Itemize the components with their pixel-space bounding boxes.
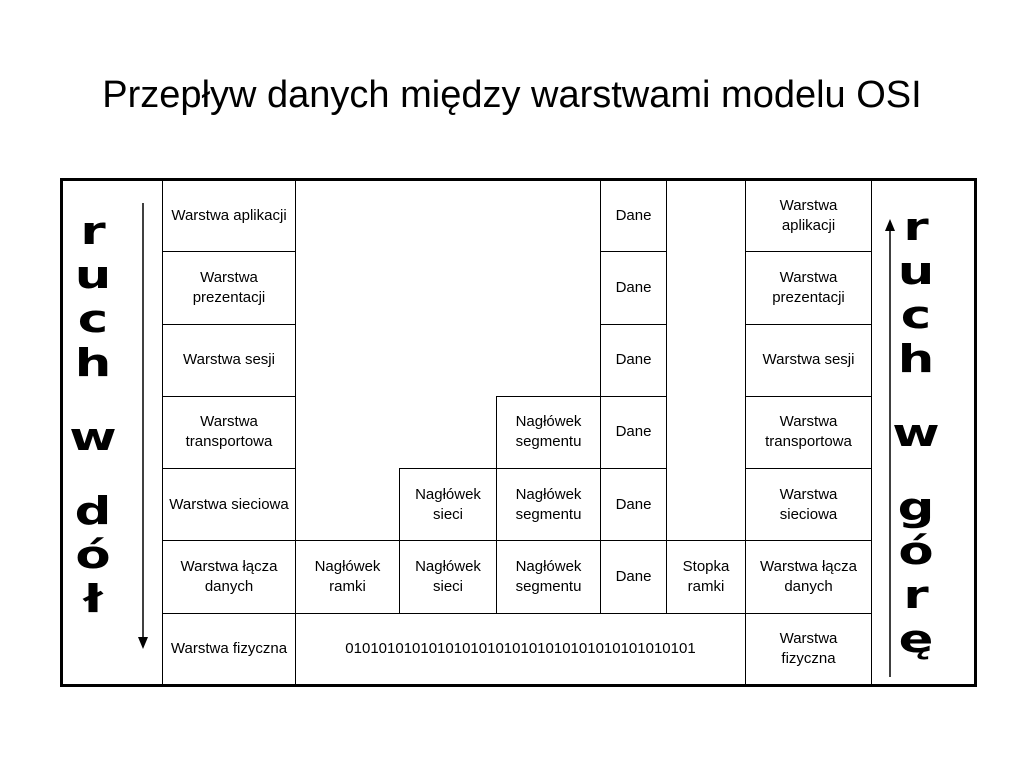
sender-layer-network: Warstwa sieciowa xyxy=(162,468,296,542)
down-letter: u xyxy=(74,253,112,297)
up-letter: r xyxy=(903,573,929,617)
sender-layer-presentation: Warstwa prezentacji xyxy=(162,251,296,325)
data-cell: Dane xyxy=(600,323,667,397)
receiver-layer-application: Warstwa aplikacji xyxy=(745,178,872,253)
up-letter: g xyxy=(897,485,935,529)
data-cell: Dane xyxy=(600,251,667,325)
bitstream-cell: 0101010101010101010101010101010101010101… xyxy=(295,612,746,687)
up-arrow-icon xyxy=(885,219,895,677)
up-letter: h xyxy=(897,337,935,381)
receiver-layer-presentation: Warstwa prezentacji xyxy=(745,251,872,325)
down-letter: d xyxy=(74,489,112,533)
segment-header-cell: Nagłówek segmentu xyxy=(496,468,601,542)
segment-header-cell: Nagłówek segmentu xyxy=(496,395,601,470)
down-gap xyxy=(53,459,134,489)
sender-layer-transport: Warstwa transportowa xyxy=(162,395,296,470)
down-letter: r xyxy=(80,209,106,253)
data-cell: Dane xyxy=(600,468,667,542)
network-header-cell: Nagłówek sieci xyxy=(399,540,497,614)
up-letter: c xyxy=(900,293,932,337)
sender-layer-session: Warstwa sesji xyxy=(162,323,296,397)
sender-layer-physical: Warstwa fizyczna xyxy=(162,612,296,687)
segment-header-cell: Nagłówek segmentu xyxy=(496,540,601,614)
sender-layer-data-link: Warstwa łącza danych xyxy=(162,540,296,614)
down-letter: w xyxy=(69,415,117,459)
slide-title: Przepływ danych między warstwami modelu … xyxy=(102,74,922,116)
down-arrow-icon xyxy=(138,203,148,649)
data-cell: Dane xyxy=(600,540,667,614)
up-letter: u xyxy=(897,249,935,293)
down-gap xyxy=(53,385,134,415)
up-letter: w xyxy=(892,411,940,455)
up-gap xyxy=(876,381,957,411)
receiver-layer-transport: Warstwa transportowa xyxy=(745,395,872,470)
down-letter: h xyxy=(74,341,112,385)
frame-footer-cell: Stopka ramki xyxy=(666,540,746,614)
data-cell: Dane xyxy=(600,178,667,253)
receiver-layer-network: Warstwa sieciowa xyxy=(745,468,872,542)
receiver-layer-physical: Warstwa fizyczna xyxy=(745,612,872,687)
up-letter: ó xyxy=(898,529,934,573)
sender-layer-application: Warstwa aplikacji xyxy=(162,178,296,253)
up-letter: ę xyxy=(898,617,934,661)
receiver-layer-data-link: Warstwa łącza danych xyxy=(745,540,872,614)
receiver-layer-session: Warstwa sesji xyxy=(745,323,872,397)
down-letter: c xyxy=(77,297,109,341)
up-gap xyxy=(876,455,957,485)
network-header-cell: Nagłówek sieci xyxy=(399,468,497,542)
data-cell: Dane xyxy=(600,395,667,470)
up-letter: r xyxy=(903,205,929,249)
down-letter: ł xyxy=(83,577,103,621)
down-letter: ó xyxy=(75,533,111,577)
frame-header-cell: Nagłówek ramki xyxy=(295,540,400,614)
